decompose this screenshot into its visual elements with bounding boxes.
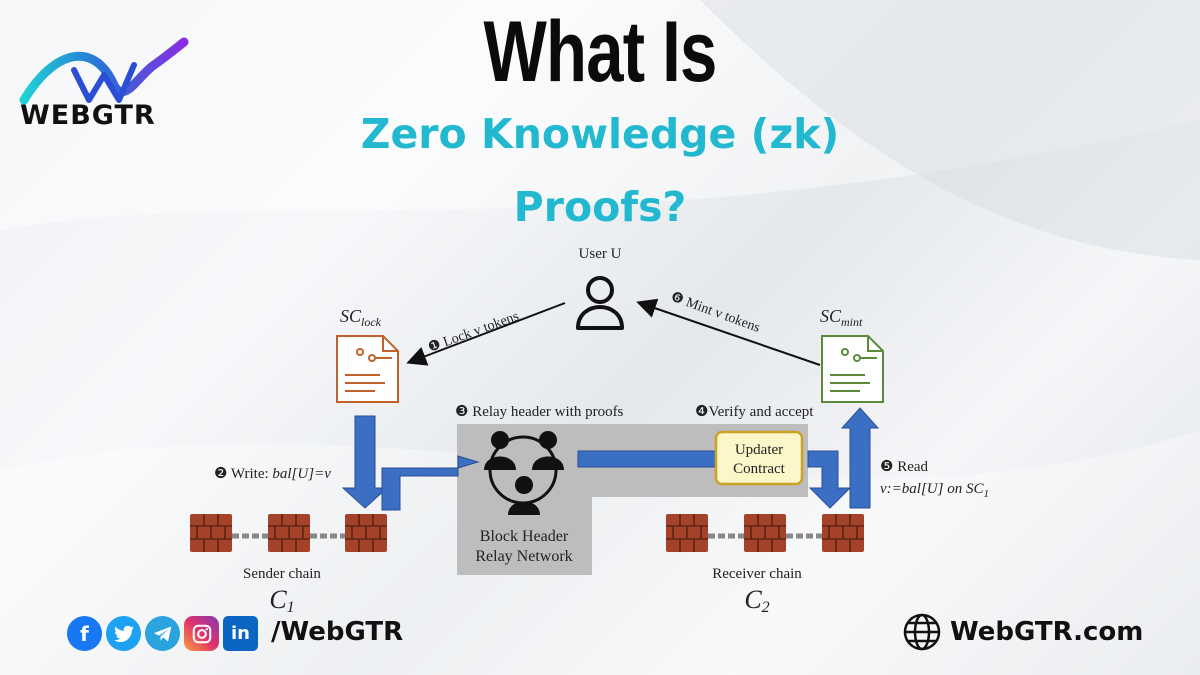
updater-line2: Contract	[733, 461, 785, 477]
relay-network-icon	[484, 431, 564, 515]
linkedin-icon[interactable]: in	[223, 616, 258, 651]
step4-label: ❹Verify and accept	[695, 404, 814, 420]
receiver-chain-symbol: C2	[744, 585, 769, 616]
sc-lock-label: SClock	[340, 306, 382, 329]
receiver-chain-label: Receiver chain	[712, 566, 802, 582]
subtitle-line2: Proofs?	[513, 183, 687, 231]
arrow-lock	[406, 302, 566, 366]
logo-text: WEBGTR	[20, 100, 156, 131]
relay-line1: Block Header	[480, 528, 569, 545]
globe-icon	[903, 613, 941, 651]
instagram-icon[interactable]	[184, 616, 219, 651]
website-link[interactable]: WebGTR.com	[902, 612, 1143, 652]
twitter-icon[interactable]	[106, 616, 141, 651]
social-handle[interactable]: /WebGTR	[271, 617, 404, 647]
step5-expr: v:=bal[U] on SC1	[880, 481, 989, 500]
website-text: WebGTR.com	[950, 617, 1144, 647]
step2-label: ❷ Write: bal[U]=v	[214, 466, 331, 482]
subtitle-line1: Zero Knowledge (zk)	[360, 110, 840, 158]
step1-label: ❶ Lock v tokens	[426, 309, 521, 356]
sender-chain-symbol: C1	[269, 585, 294, 616]
page-title: What Is	[483, 4, 717, 100]
updater-contract-box	[714, 430, 804, 486]
step5-label: ❺ Read	[880, 459, 929, 475]
social-icons: f in	[67, 616, 258, 651]
arrow-mint	[636, 298, 821, 366]
user-label: User U	[579, 246, 622, 262]
step3-label: ❸ Relay header with proofs	[455, 404, 624, 420]
facebook-icon[interactable]: f	[67, 616, 102, 651]
receiver-chain-blocks	[665, 513, 865, 553]
updater-line1: Updater	[735, 442, 783, 458]
sender-chain-blocks	[189, 513, 388, 553]
sc-mint-contract-icon	[821, 335, 884, 403]
webgtr-logo	[14, 30, 194, 130]
telegram-icon[interactable]	[145, 616, 180, 651]
relay-line2: Relay Network	[475, 548, 572, 565]
sc-lock-contract-icon	[336, 335, 399, 403]
flow-arrows	[341, 407, 880, 511]
sender-chain-label: Sender chain	[243, 566, 321, 582]
sc-mint-label: SCmint	[820, 306, 863, 329]
user-icon	[576, 276, 624, 330]
